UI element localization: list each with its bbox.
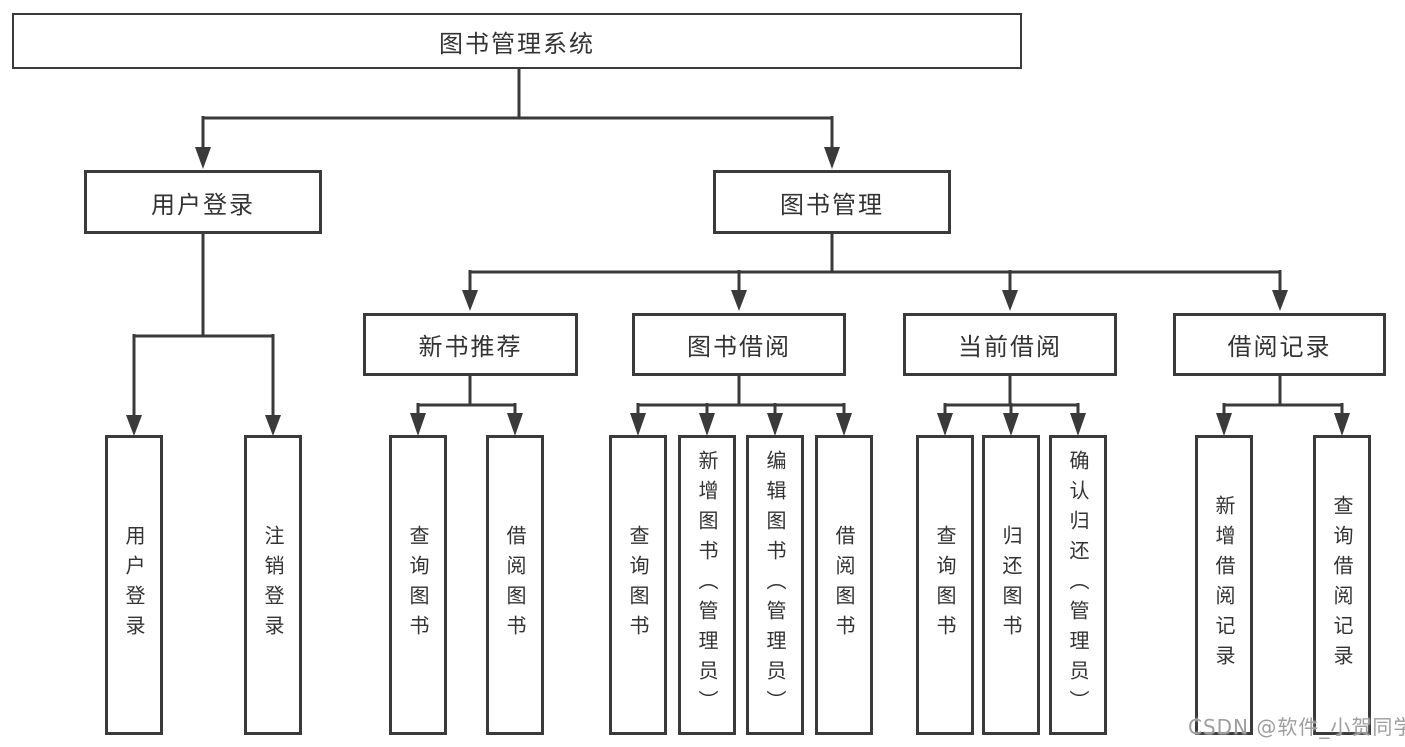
leaf-label: 借阅图书 bbox=[832, 525, 856, 645]
leaf-label: 用户登录 bbox=[122, 525, 146, 645]
connector-records-to-leaves bbox=[1216, 376, 1350, 436]
leaf-label: 查询借阅记录 bbox=[1330, 495, 1354, 675]
leaf-label: 查询图书 bbox=[933, 525, 957, 645]
node-current-borrowing: 当前借阅 bbox=[903, 313, 1117, 376]
node-new-book-recommendation: 新书推荐 bbox=[363, 313, 578, 376]
node-label: 图书管理系统 bbox=[439, 29, 595, 58]
leaf-borrowing-edit-books-admin: 编辑图书（管理员） bbox=[746, 435, 804, 735]
leaf-label: 查询图书 bbox=[626, 525, 650, 645]
leaf-current-return-books: 归还图书 bbox=[982, 435, 1040, 735]
leaf-label: 编辑图书（管理员） bbox=[763, 450, 787, 720]
node-book-borrowing: 图书借阅 bbox=[632, 313, 846, 376]
node-label: 当前借阅 bbox=[958, 333, 1062, 361]
connector-book-mgmt-to-level2 bbox=[462, 234, 1288, 311]
leaf-logout: 注销登录 bbox=[244, 435, 302, 735]
leaf-current-query-books: 查询图书 bbox=[916, 435, 974, 735]
connector-borrowing-to-leaves bbox=[630, 376, 852, 436]
leaf-borrowing-add-books-admin: 新增图书（管理员） bbox=[678, 435, 736, 735]
leaf-borrowing-query-books: 查询图书 bbox=[609, 435, 667, 735]
csdn-watermark: CSDN @软件_小贺同学 bbox=[1188, 715, 1405, 739]
node-label: 图书借阅 bbox=[687, 333, 791, 361]
connector-user-login-to-leaves bbox=[126, 234, 281, 436]
leaf-label: 查询图书 bbox=[406, 525, 430, 645]
leaf-records-add-borrow-record: 新增借阅记录 bbox=[1195, 435, 1253, 735]
leaf-records-query-borrow-record: 查询借阅记录 bbox=[1313, 435, 1371, 735]
leaf-label: 注销登录 bbox=[261, 525, 285, 645]
node-borrowing-records: 借阅记录 bbox=[1173, 313, 1386, 376]
node-label: 图书管理 bbox=[780, 190, 884, 219]
leaf-new-books-borrow-books: 借阅图书 bbox=[486, 435, 544, 735]
connector-root-to-level1 bbox=[195, 69, 840, 169]
leaf-new-books-query-books: 查询图书 bbox=[389, 435, 447, 735]
node-label: 借阅记录 bbox=[1227, 333, 1332, 361]
node-library-management-system: 图书管理系统 bbox=[12, 13, 1022, 69]
leaf-user-login: 用户登录 bbox=[105, 435, 163, 735]
node-user-login: 用户登录 bbox=[84, 170, 322, 234]
leaf-current-confirm-return-admin: 确认归还（管理员） bbox=[1049, 435, 1107, 735]
node-book-management: 图书管理 bbox=[713, 170, 951, 234]
leaf-label: 借阅图书 bbox=[503, 525, 527, 645]
leaf-label: 归还图书 bbox=[999, 525, 1023, 645]
leaf-label: 新增借阅记录 bbox=[1212, 495, 1236, 675]
connector-new-books-to-leaves bbox=[410, 376, 523, 436]
node-label: 用户登录 bbox=[151, 190, 255, 219]
connector-current-to-leaves bbox=[937, 376, 1086, 436]
node-label: 新书推荐 bbox=[418, 333, 523, 361]
leaf-borrowing-borrow-books: 借阅图书 bbox=[815, 435, 873, 735]
leaf-label: 新增图书（管理员） bbox=[695, 450, 719, 720]
leaf-label: 确认归还（管理员） bbox=[1066, 450, 1090, 720]
